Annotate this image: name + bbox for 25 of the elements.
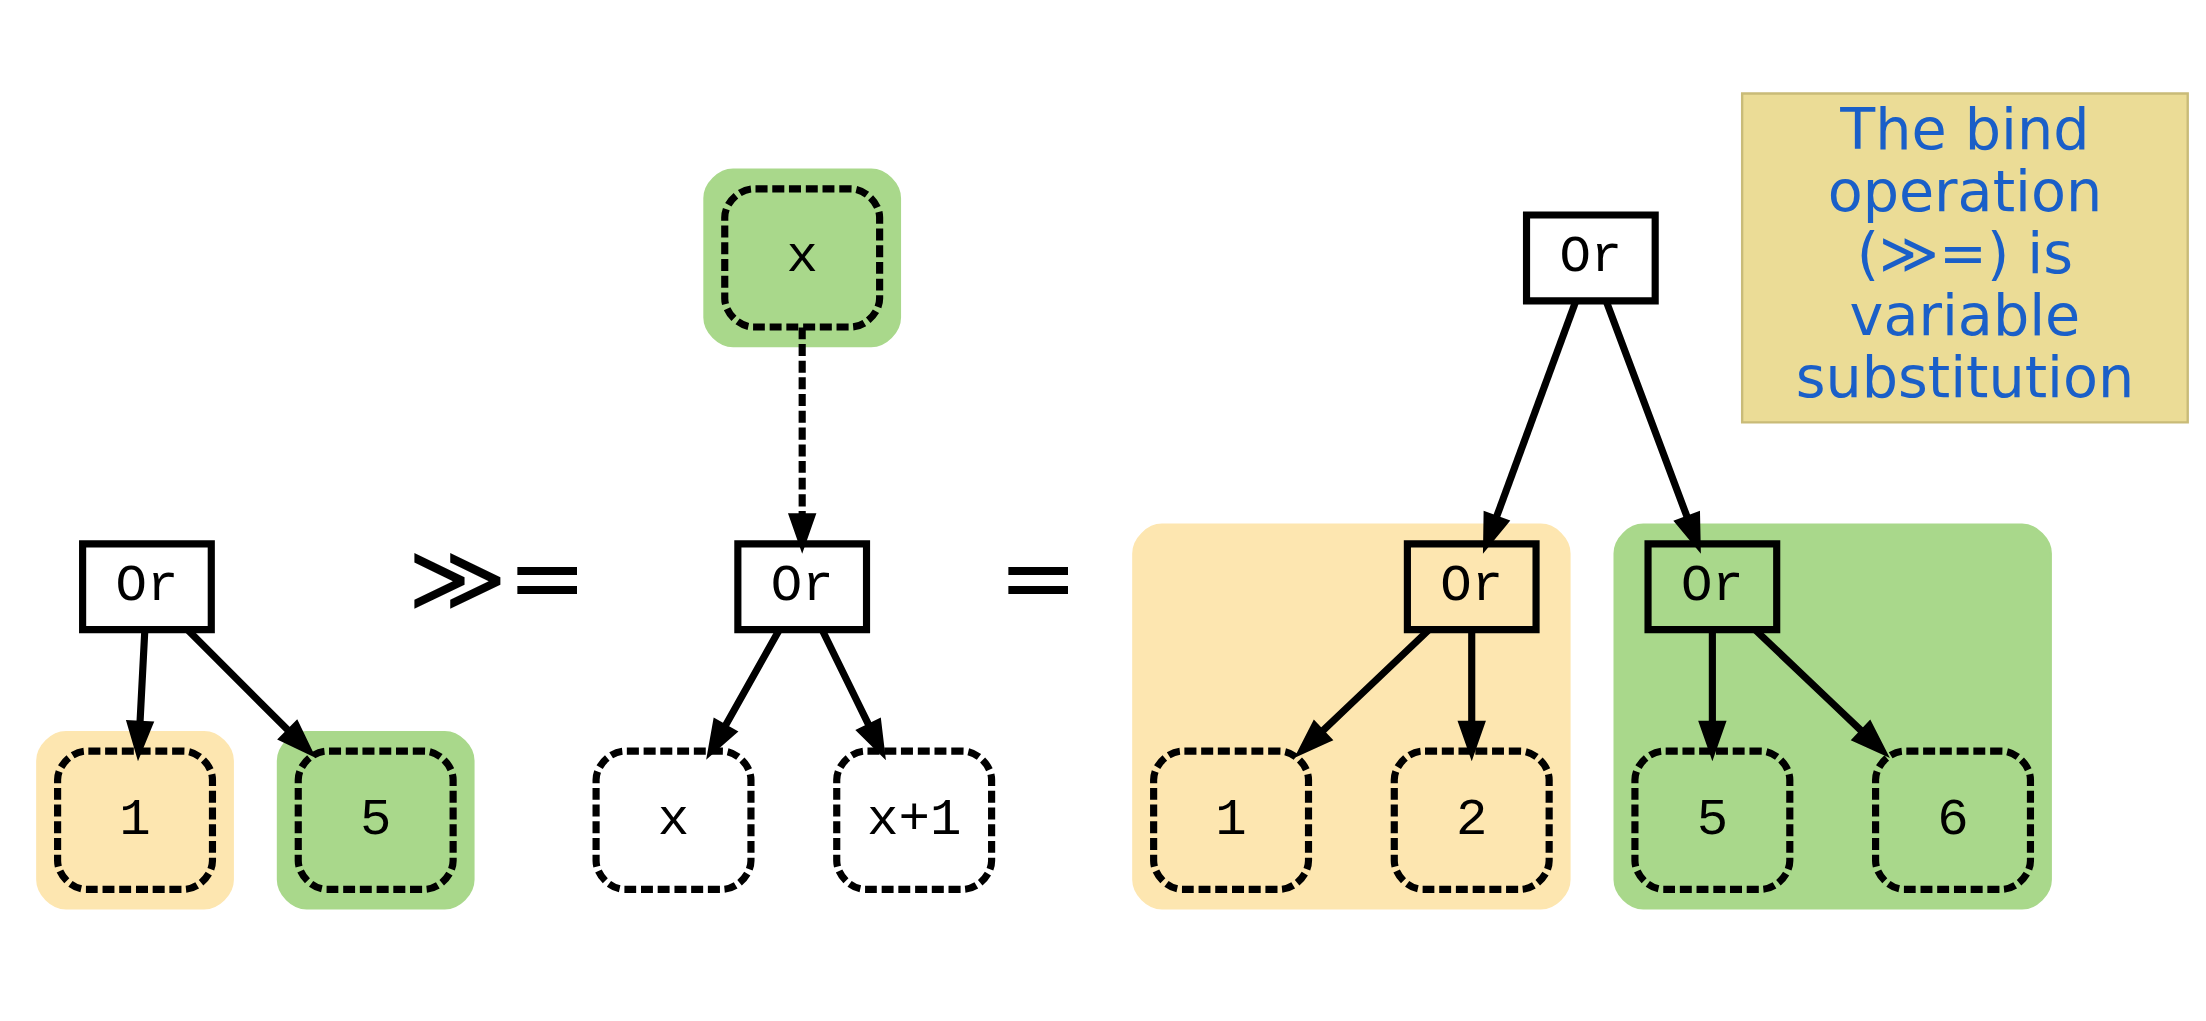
- node-box: Or: [734, 540, 871, 634]
- label: =: [998, 522, 1078, 633]
- node-box: Or: [1403, 540, 1540, 634]
- node-box: x: [721, 185, 884, 331]
- arrow: [787, 327, 817, 554]
- node-box: Or: [1522, 211, 1659, 305]
- node-box: x+1: [833, 747, 996, 893]
- node-box: 1: [1150, 747, 1313, 893]
- node-box: Or: [1644, 540, 1781, 634]
- node-box: 6: [1872, 747, 2035, 893]
- cluster: [36, 730, 234, 910]
- node-box: x: [592, 747, 755, 893]
- cluster: [1132, 523, 1571, 910]
- node-box: 2: [1390, 747, 1553, 893]
- cluster: [703, 168, 902, 348]
- node-box: 5: [1631, 747, 1794, 893]
- arrow: [1698, 630, 1727, 762]
- node-box: 1: [54, 747, 217, 893]
- node-box: 5: [294, 747, 457, 893]
- label: ≫=: [407, 522, 588, 633]
- cluster: [1613, 523, 2052, 910]
- cluster: [276, 730, 475, 910]
- node-box: Or: [79, 540, 215, 634]
- node-box: The bind operation (≫=) is variable substitution: [1740, 92, 2189, 424]
- arrow: [1457, 630, 1486, 762]
